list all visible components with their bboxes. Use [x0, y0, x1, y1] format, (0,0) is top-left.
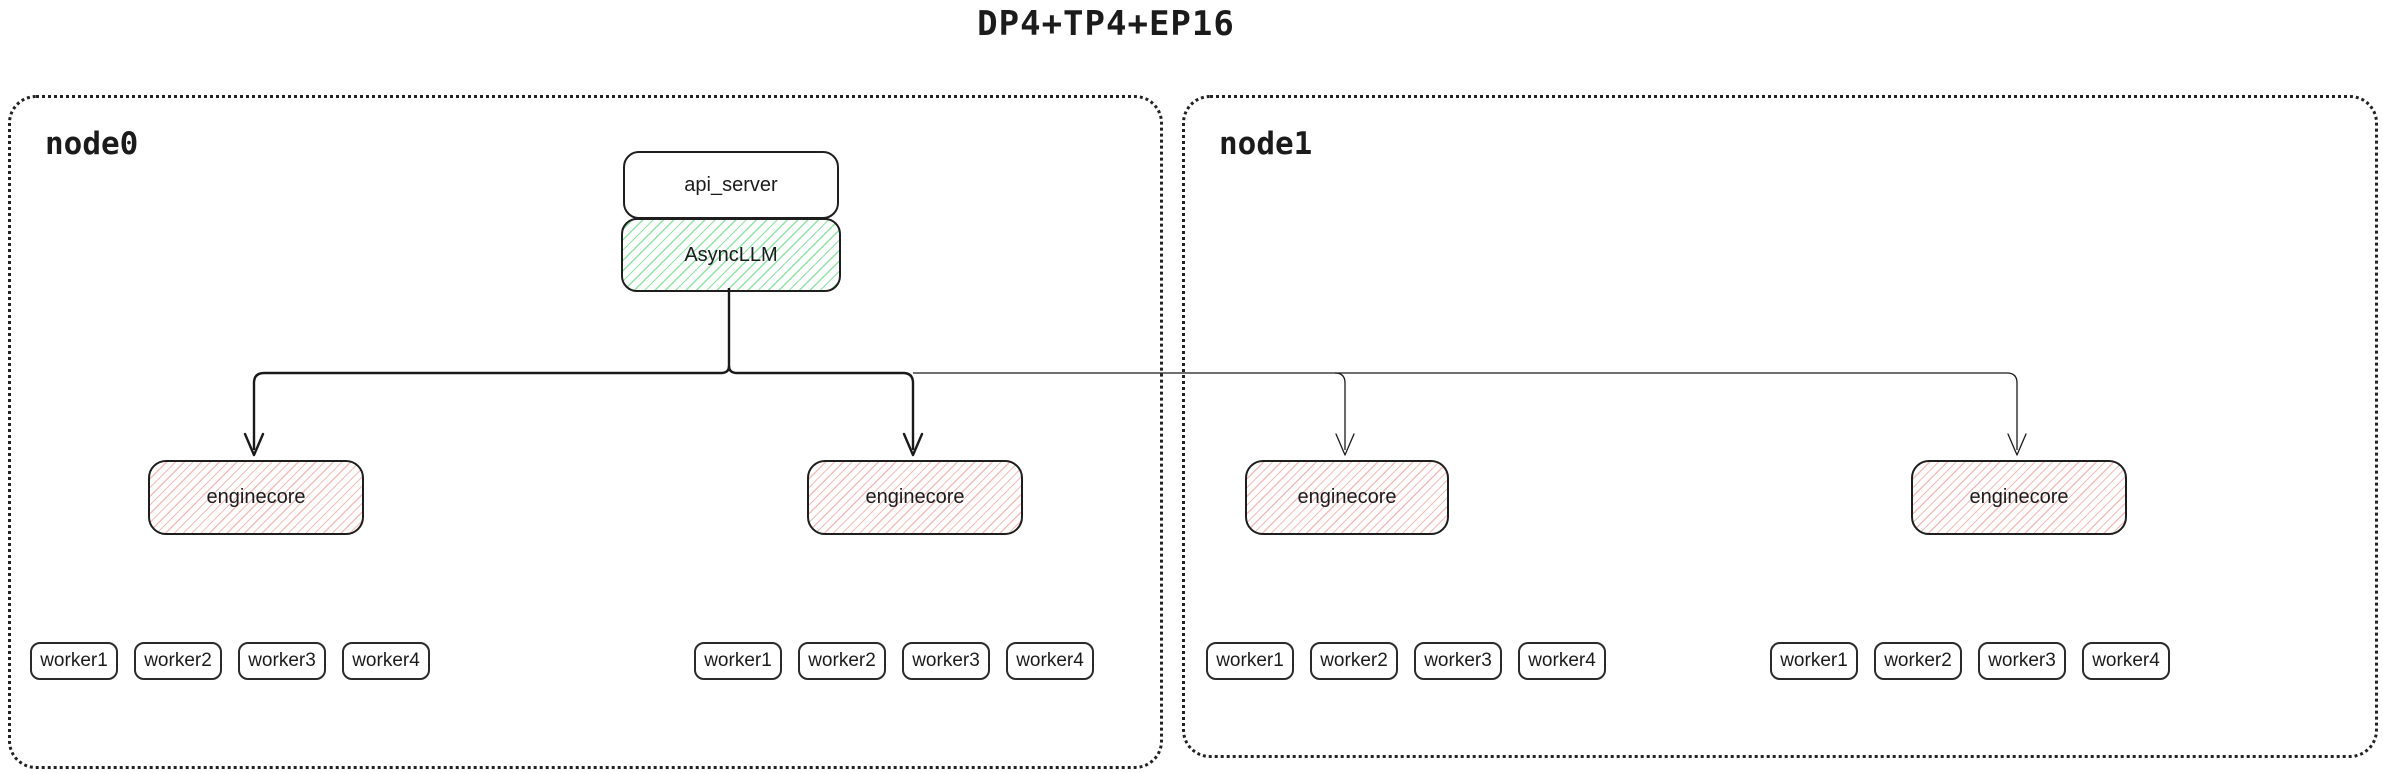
- node0-label: node0: [45, 126, 139, 162]
- worker-group-node0-2: worker1 worker2 worker3 worker4: [694, 642, 1094, 680]
- worker-box: worker1: [1206, 642, 1294, 680]
- worker-box: worker4: [1006, 642, 1094, 680]
- worker-box: worker1: [30, 642, 118, 680]
- api-server-box: api_server: [623, 151, 839, 219]
- worker-box: worker2: [1874, 642, 1962, 680]
- enginecore-box-node0-1: enginecore: [148, 460, 364, 535]
- worker-box: worker2: [1310, 642, 1398, 680]
- worker-box: worker3: [1978, 642, 2066, 680]
- worker-box: worker4: [342, 642, 430, 680]
- worker-box: worker1: [694, 642, 782, 680]
- worker-box: worker2: [134, 642, 222, 680]
- worker-box: worker3: [1414, 642, 1502, 680]
- worker-box: worker4: [2082, 642, 2170, 680]
- diagram-title: DP4+TP4+EP16: [977, 4, 1235, 44]
- worker-box: worker3: [902, 642, 990, 680]
- node1-label: node1: [1219, 126, 1313, 162]
- asyncllm-box: AsyncLLM: [621, 218, 841, 292]
- worker-box: worker4: [1518, 642, 1606, 680]
- enginecore-box-node1-2: enginecore: [1911, 460, 2127, 535]
- worker-group-node0-1: worker1 worker2 worker3 worker4: [30, 642, 430, 680]
- enginecore-box-node1-1: enginecore: [1245, 460, 1449, 535]
- worker-group-node1-2: worker1 worker2 worker3 worker4: [1770, 642, 2170, 680]
- worker-box: worker2: [798, 642, 886, 680]
- enginecore-box-node0-2: enginecore: [807, 460, 1023, 535]
- worker-group-node1-1: worker1 worker2 worker3 worker4: [1206, 642, 1606, 680]
- worker-box: worker3: [238, 642, 326, 680]
- worker-box: worker1: [1770, 642, 1858, 680]
